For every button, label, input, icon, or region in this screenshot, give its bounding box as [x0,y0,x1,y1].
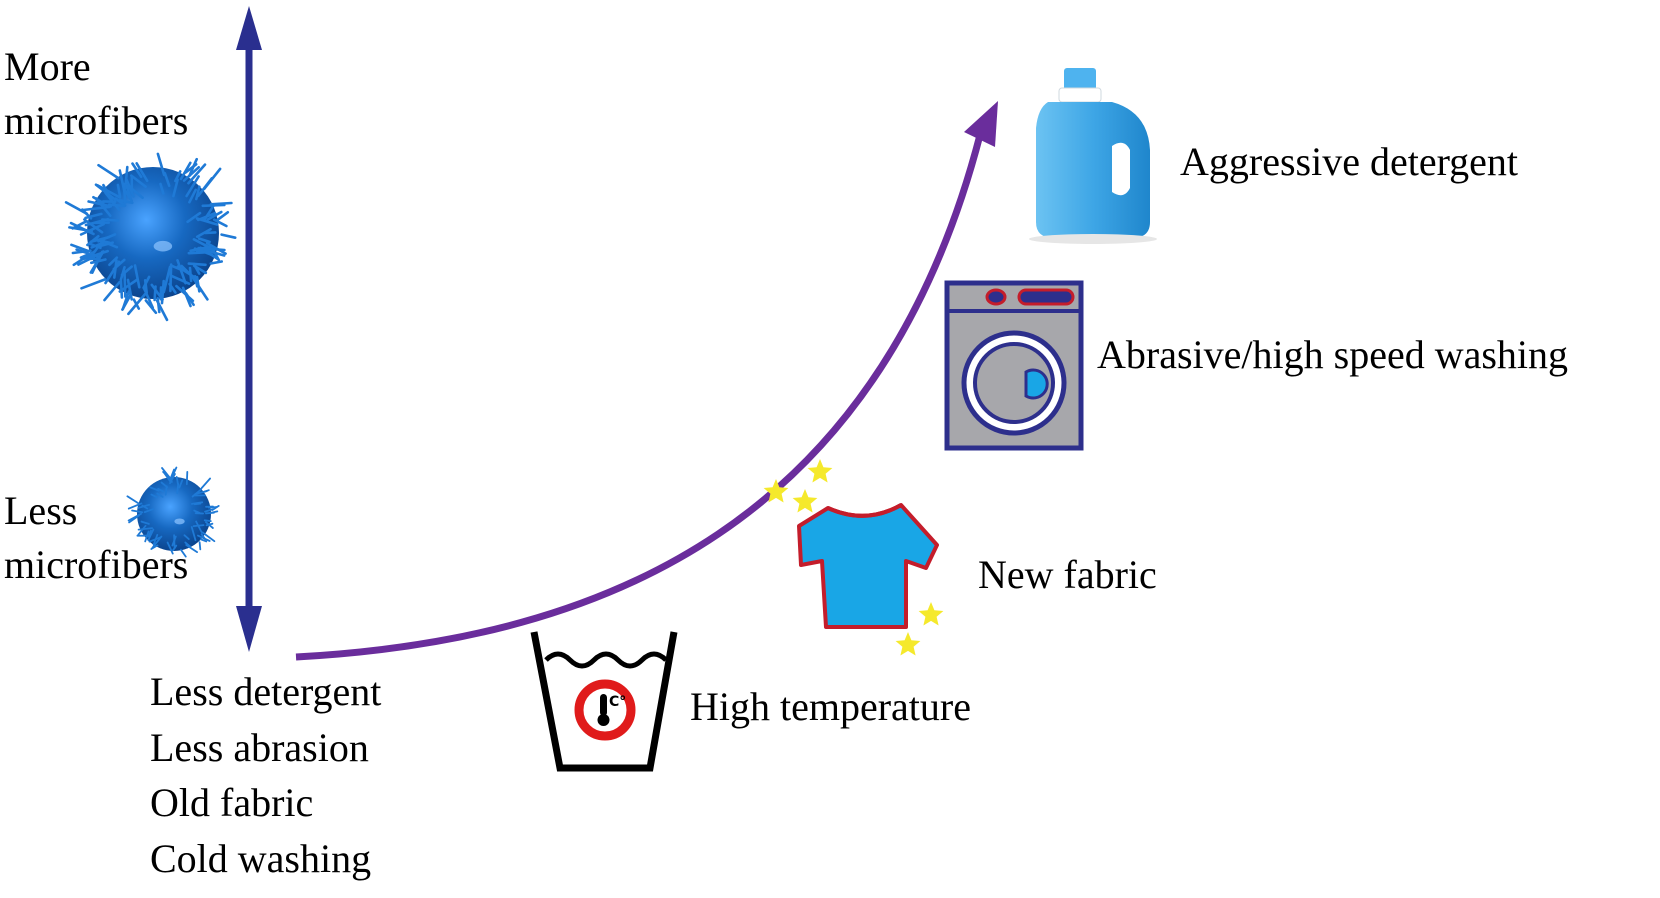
aggressive-detergent-label: Aggressive detergent [1180,135,1518,189]
axis-arrow-up [236,6,262,50]
high-temperature-label: High temperature [690,680,971,734]
baseline-factor-old-fabric: Old fabric [150,775,381,831]
new-fabric-label: New fabric [978,548,1157,602]
curve-arrowhead [964,101,998,147]
washing-machine-icon [947,283,1081,448]
baseline-factor-cold-washing: Cold washing [150,831,381,887]
shirt-icon [799,505,937,627]
more-microfibers-line: More microfibers [4,44,188,143]
abrasive-washing-label: Abrasive/high speed washing [1097,328,1568,382]
washing-basin-icon: C° [534,632,674,768]
microfiber-axis [236,6,262,652]
baseline-factor-less-abrasion: Less abrasion [150,720,381,776]
thermometer-icon: C° [579,684,631,736]
less-microfibers-label: Less microfibers [4,484,188,592]
fiber-ball-large-icon [66,154,235,320]
star-icon [896,632,921,656]
detergent-bottle-icon [1029,68,1157,244]
star-icon [808,459,833,483]
svg-text:C°: C° [609,694,626,710]
star-icon [793,489,818,513]
baseline-factor-list: Less detergent Less abrasion Old fabric … [150,664,381,886]
more-microfibers-label: More microfibers [4,40,188,148]
star-icon [919,602,944,626]
axis-arrow-down [236,606,262,652]
less-microfibers-line: Less microfibers [4,488,188,587]
baseline-factor-less-detergent: Less detergent [150,664,381,720]
